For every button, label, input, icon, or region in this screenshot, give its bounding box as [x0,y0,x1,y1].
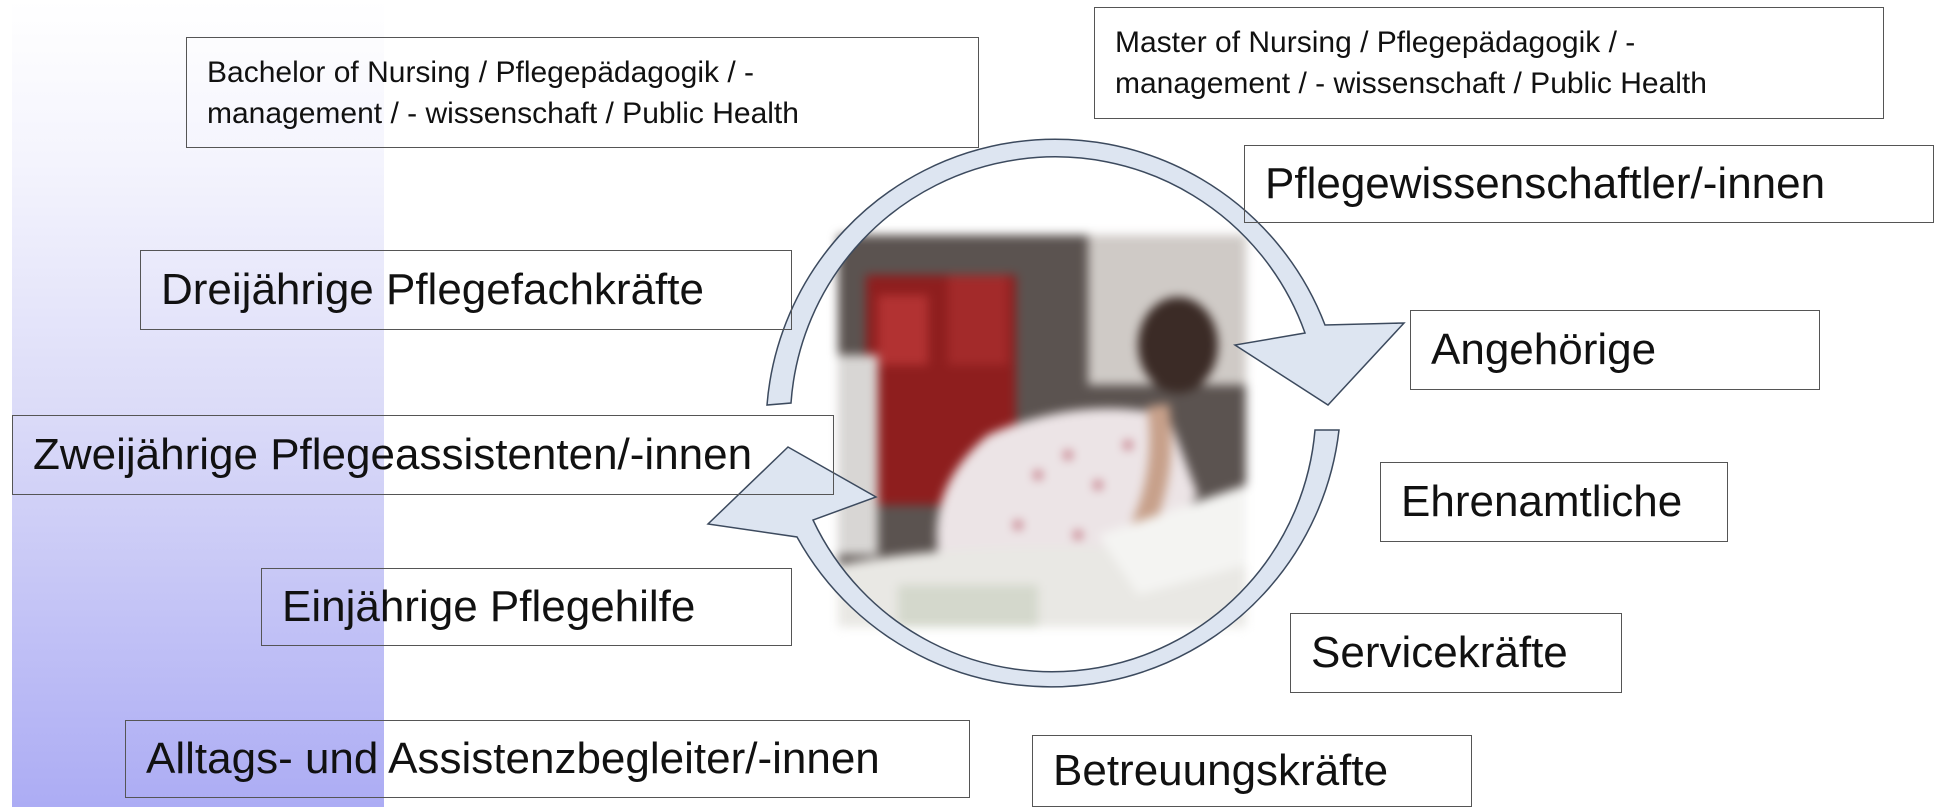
zweijaehrige-label: Zweijährige Pflegeassistenten/-innen [33,430,753,479]
betreuung-box: Betreuungskräfte [1032,735,1472,807]
einjaehrige-box: Einjährige Pflegehilfe [261,568,792,646]
master-box: Master of Nursing / Pflegepädagogik / - … [1094,7,1884,119]
servicekraefte-label: Servicekräfte [1311,628,1568,677]
arrow-upper-icon [766,138,1406,406]
angehoerige-box: Angehörige [1410,310,1820,390]
master-line-2: management / - wissenschaft / Public Hea… [1115,67,1707,100]
dreijaehrige-box: Dreijährige Pflegefachkräfte [140,250,792,330]
master-line-1: Master of Nursing / Pflegepädagogik / - [1115,26,1636,59]
arrow-lower-icon [706,429,1340,688]
servicekraefte-box: Servicekräfte [1290,613,1622,693]
bachelor-line-1: Bachelor of Nursing / Pflegepädagogik / … [207,55,754,89]
alltags-label: Alltags- und Assistenzbegleiter/-innen [146,734,880,783]
ehrenamtliche-box: Ehrenamtliche [1380,462,1728,542]
angehoerige-label: Angehörige [1431,325,1657,374]
alltags-box: Alltags- und Assistenzbegleiter/-innen [125,720,970,798]
dreijaehrige-label: Dreijährige Pflegefachkräfte [161,265,704,314]
patient-photo [838,235,1246,627]
einjaehrige-label: Einjährige Pflegehilfe [282,582,696,631]
side-gradient-bar [12,0,384,807]
ehrenamtliche-label: Ehrenamtliche [1401,477,1683,526]
pflegewissenschaftler-label: Pflegewissenschaftler/-innen [1265,159,1826,208]
zweijaehrige-box: Zweijährige Pflegeassistenten/-innen [12,415,834,495]
bachelor-line-2: management / - wissenschaft / Public Hea… [207,96,799,130]
bachelor-box: Bachelor of Nursing / Pflegepädagogik / … [186,37,979,148]
betreuung-label: Betreuungskräfte [1053,746,1389,795]
pflegewissenschaftler-box: Pflegewissenschaftler/-innen [1244,145,1934,223]
patient-photo-art [838,235,1246,627]
